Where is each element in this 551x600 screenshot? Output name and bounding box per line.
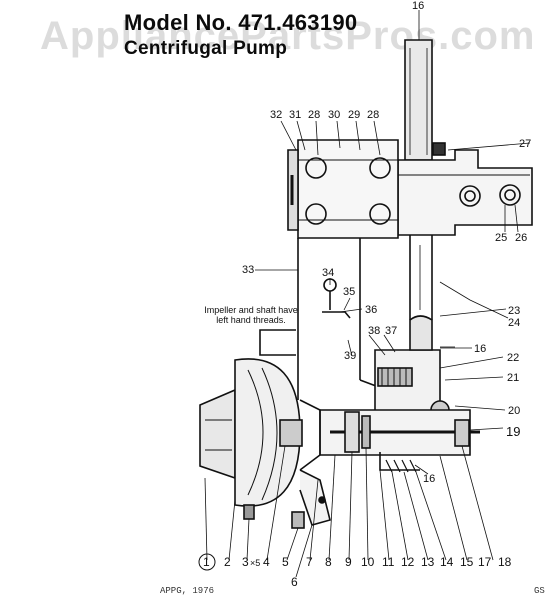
callout-3-qty: ×5 xyxy=(250,558,260,568)
callout-17: 17 xyxy=(478,555,492,569)
callout-27: 27 xyxy=(519,138,531,150)
diagram-subtitle: Centrifugal Pump xyxy=(124,38,288,59)
callout-4: 4 xyxy=(263,555,270,569)
callout-16-mid: 16 xyxy=(474,343,486,355)
body-flange xyxy=(259,329,296,356)
callout-23: 23 xyxy=(508,305,520,317)
key-27 xyxy=(432,142,446,156)
callout-21: 21 xyxy=(507,372,519,384)
callout-19: 19 xyxy=(506,424,520,439)
set-screw-25 xyxy=(459,185,481,207)
callout-18: 18 xyxy=(498,555,512,569)
pump-cover-1 xyxy=(199,388,236,480)
bearing-28 xyxy=(369,157,391,179)
callout-33: 33 xyxy=(242,264,254,276)
callout-13: 13 xyxy=(421,555,435,569)
leader-lines xyxy=(204,10,531,578)
callout-8: 8 xyxy=(325,555,332,569)
callout-35: 35 xyxy=(343,286,355,298)
callout-3: 3 xyxy=(242,555,249,569)
callout-26: 26 xyxy=(515,232,527,244)
callout-28-right: 28 xyxy=(367,109,379,121)
callout-22: 22 xyxy=(507,352,519,364)
footer-left: APPG, 1976 xyxy=(160,586,215,596)
callout-5: 5 xyxy=(282,555,289,569)
callout-11: 11 xyxy=(382,555,395,569)
callout-1-circle xyxy=(198,553,216,571)
callout-24: 24 xyxy=(508,317,520,329)
gasket-5 xyxy=(291,511,305,529)
callout-6: 6 xyxy=(291,575,298,589)
cam-23 xyxy=(409,315,433,351)
callout-20: 20 xyxy=(508,405,520,417)
callout-16-top: 16 xyxy=(412,0,424,12)
callout-labels: 16 27 25 26 24 23 16 22 21 20 19 16 33 3… xyxy=(198,0,531,589)
callout-2: 2 xyxy=(224,555,231,569)
callout-34: 34 xyxy=(322,267,334,279)
callout-30: 30 xyxy=(328,109,340,121)
footer-right: GS xyxy=(534,586,545,596)
callout-38: 38 xyxy=(368,325,380,337)
bearing-29 xyxy=(305,157,327,179)
set-screw-26 xyxy=(499,184,521,206)
callout-14: 14 xyxy=(440,555,454,569)
foot-bracket-6 xyxy=(299,469,331,526)
model-number-title: Model No. 471.463190 xyxy=(124,10,358,35)
impeller-4 xyxy=(279,419,303,447)
drain-plug-3 xyxy=(243,504,255,520)
callout-37: 37 xyxy=(385,325,397,337)
callout-12: 12 xyxy=(401,555,415,569)
shaft-nut-19 xyxy=(454,419,470,447)
callout-10: 10 xyxy=(361,555,375,569)
drive-shaft-upper xyxy=(404,39,433,161)
callout-36: 36 xyxy=(365,304,377,316)
callout-39: 39 xyxy=(344,350,356,362)
callout-25: 25 xyxy=(495,232,507,244)
callout-15: 15 xyxy=(460,555,474,569)
callout-1: 1 xyxy=(203,555,210,569)
callout-28-left: 28 xyxy=(308,109,320,121)
callout-32: 32 xyxy=(270,109,282,121)
seal-9 xyxy=(344,411,360,453)
callout-29: 29 xyxy=(348,109,360,121)
thread-note: Impeller and shaft have left hand thread… xyxy=(204,305,298,325)
worm-gear-21 xyxy=(377,367,413,387)
callout-9: 9 xyxy=(345,555,352,569)
callout-31: 31 xyxy=(289,109,301,121)
pump-drawing xyxy=(199,39,533,529)
callout-7: 7 xyxy=(306,555,313,569)
watermark: AppliancePartsPros.com xyxy=(40,14,536,58)
callout-16-low: 16 xyxy=(423,473,435,485)
coupling-block xyxy=(397,149,533,236)
